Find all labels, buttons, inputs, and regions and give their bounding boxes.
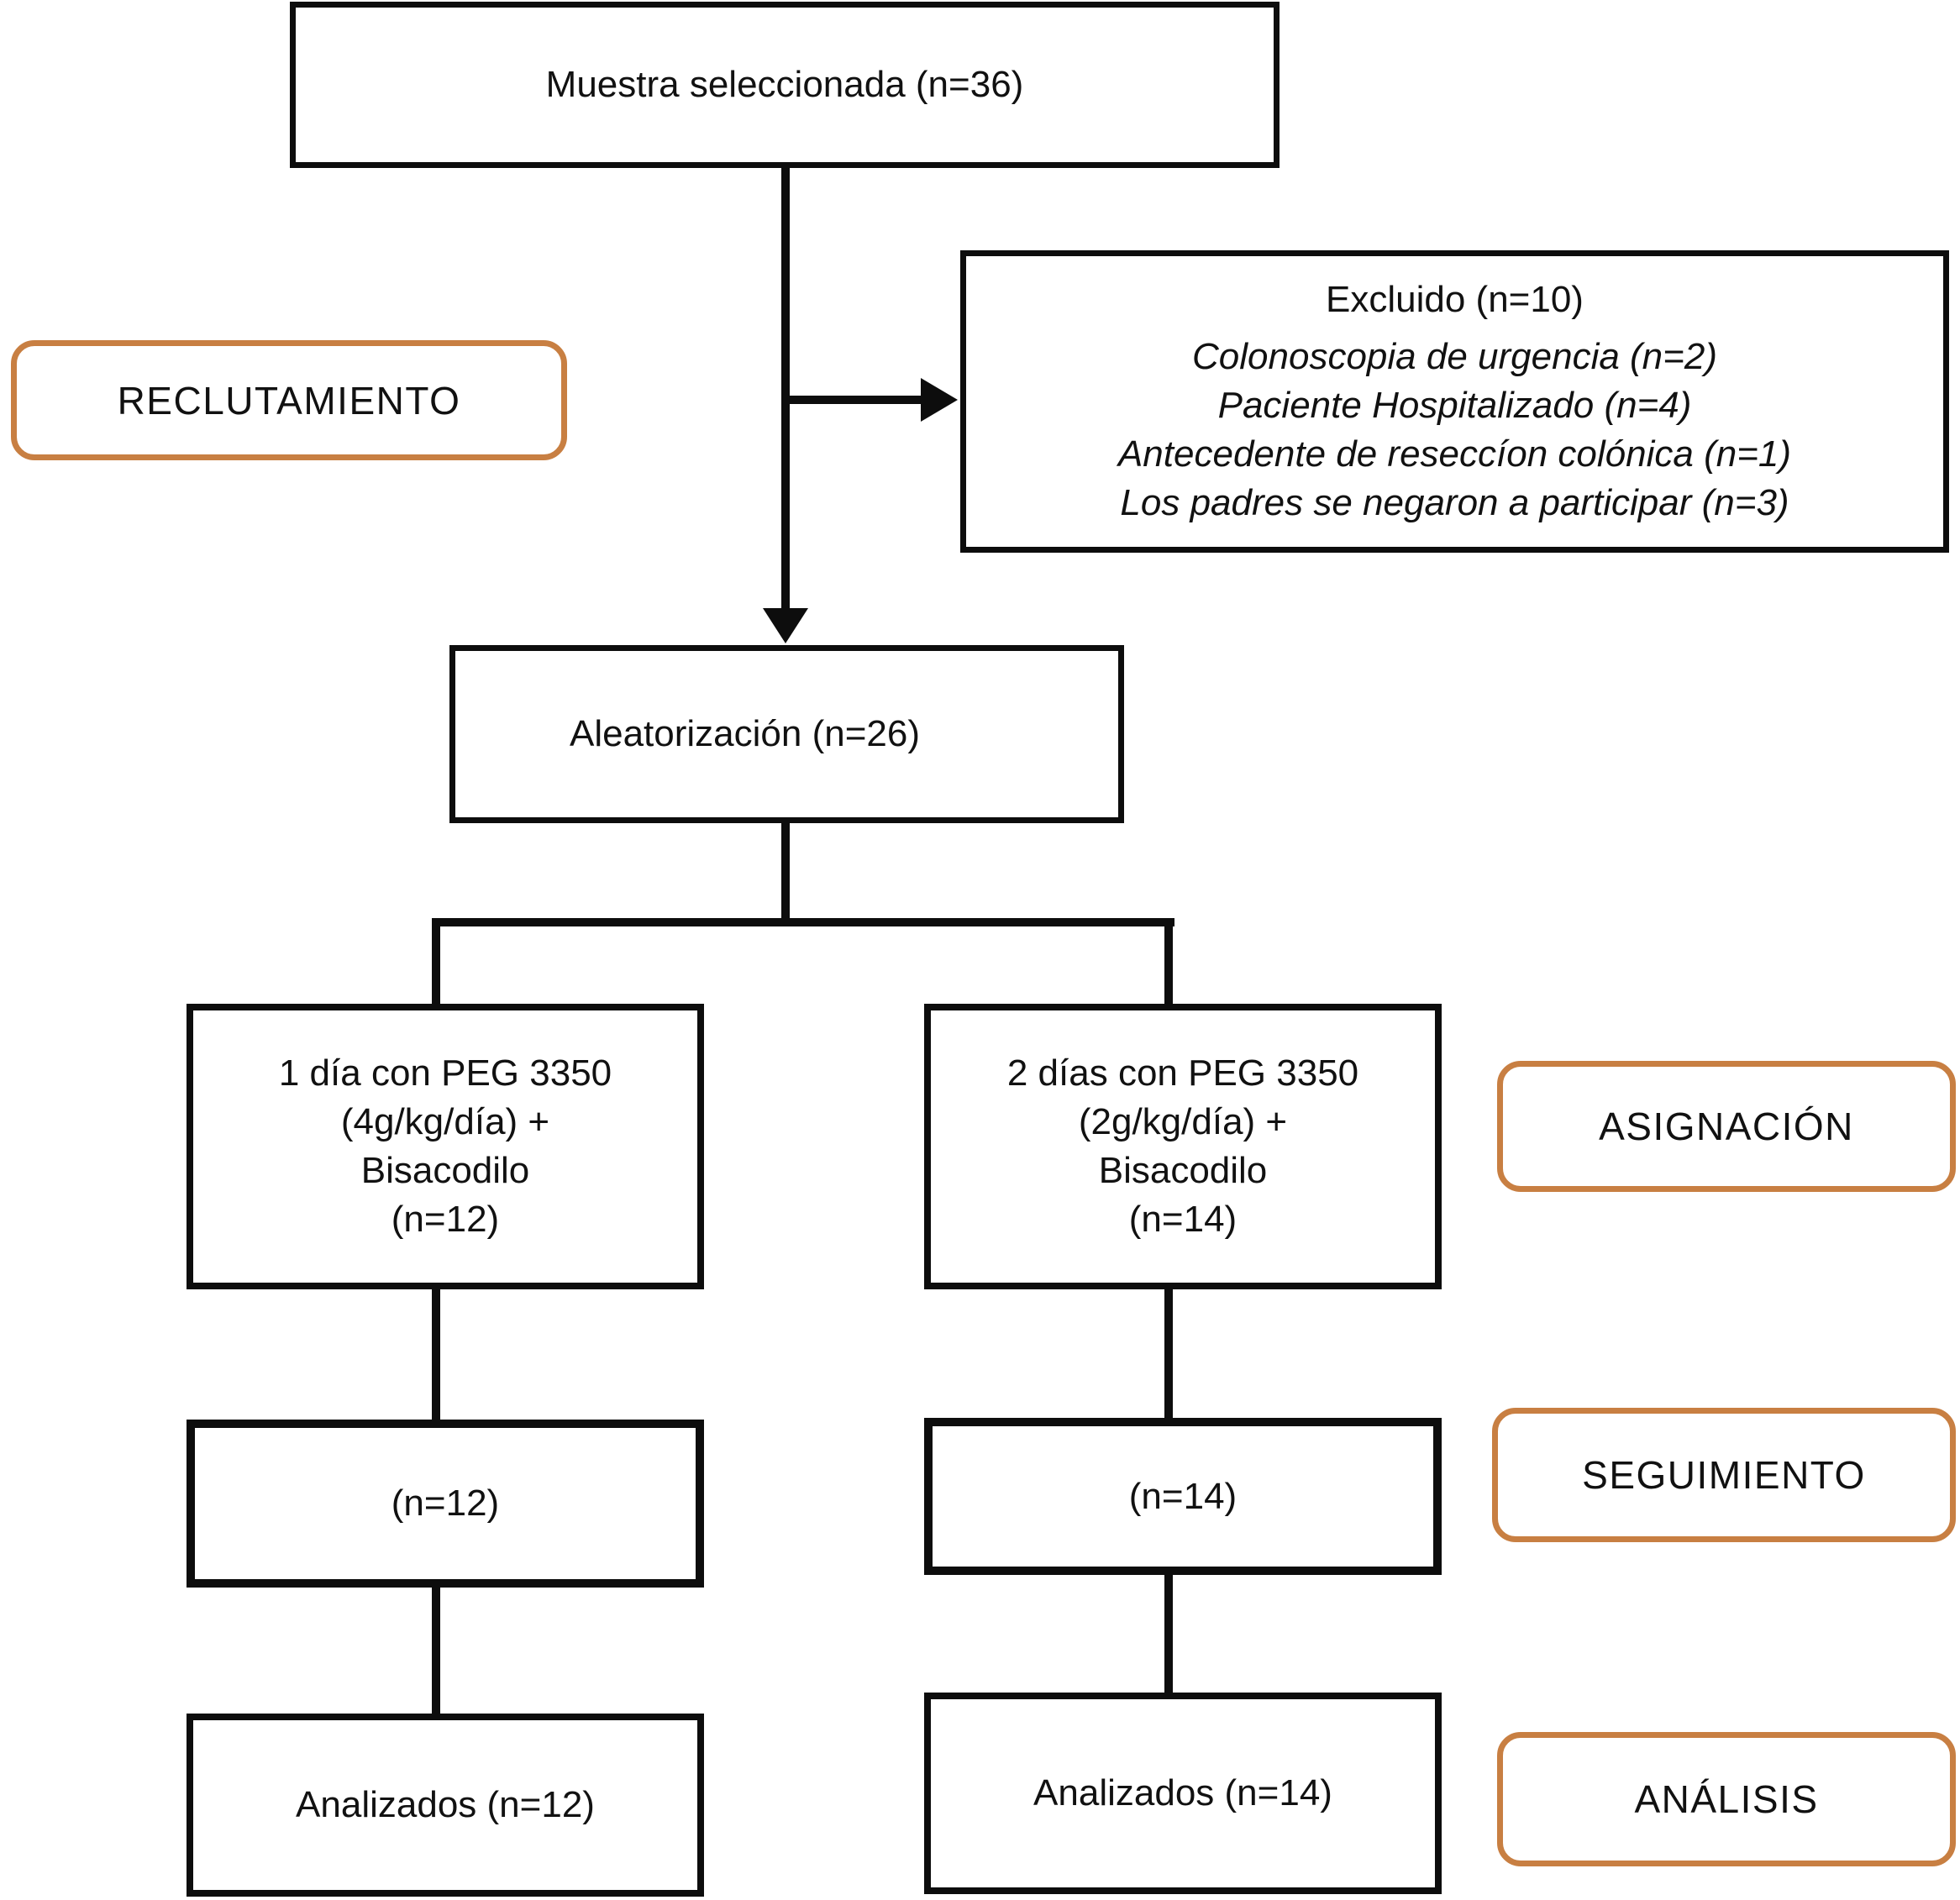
followup2-box: (n=14) (924, 1418, 1442, 1575)
arm2-line: Bisacodilo (1098, 1150, 1268, 1191)
arm1-box: 1 día con PEG 3350 (4g/kg/día) + Bisacod… (187, 1004, 704, 1289)
excluded-reason: Colonoscopia de urgencia (n=2) (1192, 336, 1717, 377)
right-arrowhead-icon (921, 378, 958, 422)
arm2-line: (2g/kg/día) + (1078, 1101, 1288, 1142)
excluded-reason: Antecedente de reseccíon colónica (n=1) (1117, 433, 1792, 475)
stage-analysis-box: ANÁLISIS (1497, 1732, 1956, 1866)
arm1-line: (4g/kg/día) + (340, 1101, 550, 1142)
connector-followup1-to-analyzed1 (432, 1588, 440, 1715)
connector-split-left (432, 918, 440, 1004)
excluded-reason: Los padres se negaron a participar (n=3) (1120, 482, 1789, 523)
selected-sample-label: Muestra seleccionada (n=36) (545, 64, 1024, 105)
connector-arm2-to-followup2 (1164, 1289, 1173, 1420)
arm1-line: Bisacodilo (360, 1150, 530, 1191)
analyzed1-label: Analizados (n=12) (296, 1784, 595, 1825)
arm2-line: 2 días con PEG 3350 (1006, 1052, 1359, 1094)
connector-followup2-to-analyzed2 (1164, 1575, 1173, 1709)
excluded-reason: Paciente Hospitalizado (n=4) (1217, 385, 1692, 426)
stage-analysis-label: ANÁLISIS (1634, 1777, 1819, 1821)
analyzed2-label: Analizados (n=14) (1033, 1772, 1332, 1813)
connector-arm1-to-followup1 (432, 1289, 440, 1421)
stage-recruitment-label: RECLUTAMIENTO (117, 378, 461, 423)
arm1-line: (n=12) (391, 1199, 500, 1240)
connector-randomization-stem (781, 823, 790, 926)
stage-recruitment-box: RECLUTAMIENTO (11, 340, 567, 460)
connector-to-excluded (786, 396, 924, 404)
stage-assignment-box: ASIGNACIÓN (1497, 1061, 1956, 1192)
followup1-label: (n=12) (391, 1483, 500, 1524)
arm2-line: (n=14) (1128, 1199, 1237, 1240)
connector-split-right (1164, 918, 1173, 1004)
down-arrowhead-icon (763, 608, 808, 643)
excluded-title: Excluido (n=10) (1326, 279, 1584, 320)
followup1-box: (n=12) (187, 1420, 704, 1588)
connector-split-horizontal (432, 918, 1174, 926)
randomization-label: Aleatorización (n=26) (569, 713, 920, 754)
analyzed1-box: Analizados (n=12) (187, 1714, 704, 1897)
followup2-label: (n=14) (1128, 1475, 1237, 1517)
arm2-box: 2 días con PEG 3350 (2g/kg/día) + Bisaco… (924, 1004, 1442, 1289)
excluded-box: Excluido (n=10) Colonoscopia de urgencia… (960, 250, 1949, 553)
stage-followup-label: SEGUIMIENTO (1582, 1453, 1866, 1497)
connector-selected-to-randomization (781, 168, 790, 611)
arm1-line: 1 día con PEG 3350 (278, 1052, 612, 1094)
analyzed2-box: Analizados (n=14) (924, 1693, 1442, 1894)
stage-followup-box: SEGUIMIENTO (1492, 1408, 1956, 1542)
selected-sample-box: Muestra seleccionada (n=36) (290, 2, 1280, 168)
stage-assignment-label: ASIGNACIÓN (1599, 1105, 1854, 1148)
randomization-box: Aleatorización (n=26) (449, 645, 1124, 823)
